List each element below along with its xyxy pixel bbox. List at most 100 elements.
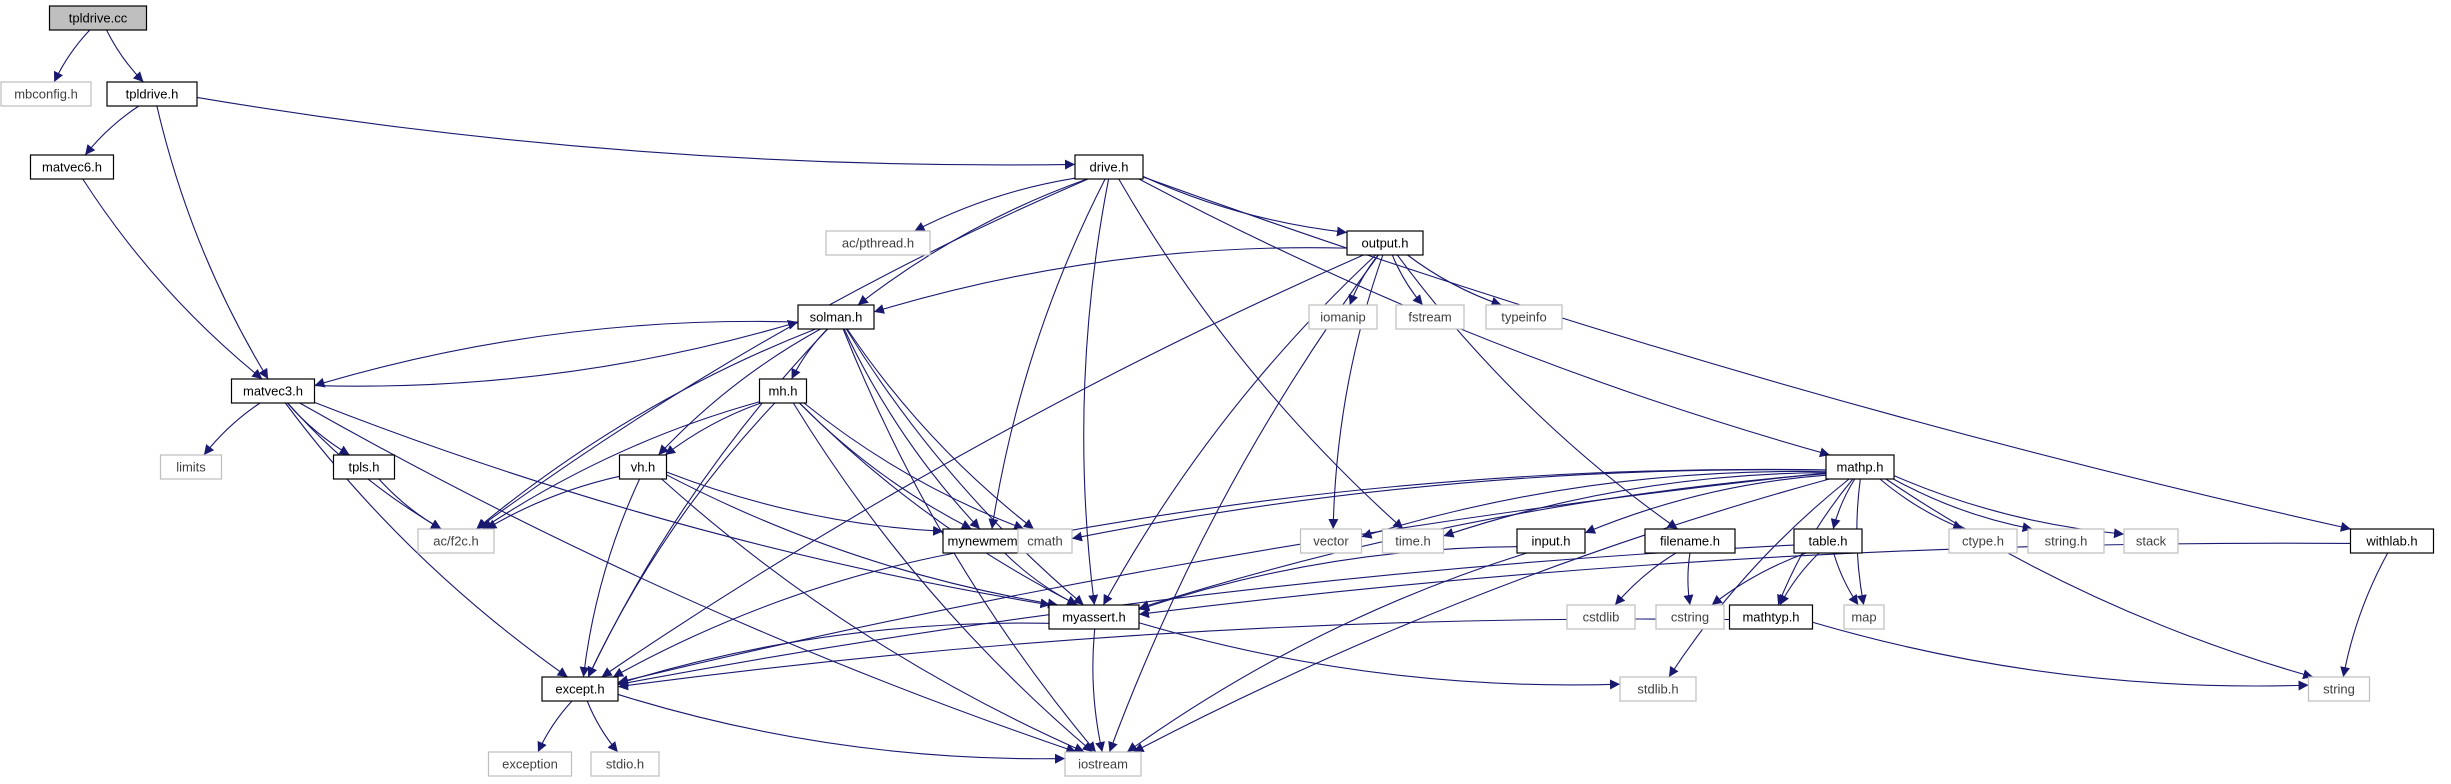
node-label: cmath: [1027, 534, 1062, 549]
node-filename-h[interactable]: filename.h: [1644, 528, 1736, 554]
node-input-h[interactable]: input.h: [1516, 528, 1586, 554]
edge-mynewmem-h-to-myassert-h: [1004, 552, 1078, 606]
edge-output-h-to-filename-h: [1396, 254, 1679, 530]
node-label: limits: [176, 460, 206, 475]
edge-drive-h-to-ac-f2c-h: [476, 178, 1089, 530]
edge-solman-h-to-ac-f2c-h: [476, 328, 816, 530]
edge-tpldrive-h-to-matvec3-h: [156, 105, 269, 380]
edge-matvec3-h-to-myassert-h: [314, 401, 1051, 609]
node-myassert-h[interactable]: myassert.h: [1048, 604, 1140, 630]
edge-mathp-h-to-cmath: [1071, 469, 1827, 542]
edge-mathp-h-to-string: [1885, 478, 2314, 680]
node-output-h[interactable]: output.h: [1346, 230, 1424, 256]
node-drive-h[interactable]: drive.h: [1074, 154, 1144, 180]
edge-filename-h-to-cstdlib: [1614, 552, 1677, 606]
node-box: [541, 676, 619, 702]
edge-mh-h-to-ac-f2c-h: [481, 401, 760, 530]
edge-matvec3-h-to-iostream: [299, 402, 1077, 754]
edge-except-h-to-exception: [537, 700, 573, 753]
edge-output-h-to-myassert-h: [1102, 254, 1377, 606]
edge-solman-h-to-mynewmem-h: [843, 328, 981, 530]
node-mathp-h[interactable]: mathp.h: [1825, 454, 1895, 480]
edge-table-h-to-cstring: [1711, 552, 1807, 606]
node-label: table.h: [1808, 534, 1847, 549]
edge-mathp-h-to-ctype-h: [1879, 478, 1964, 530]
node-typeinfo: typeinfo: [1485, 304, 1563, 330]
edge-mh-h-to-myassert-h: [799, 402, 1078, 606]
node-box: [1395, 304, 1465, 330]
node-iomanip: iomanip: [1308, 304, 1378, 330]
node-label: except.h: [555, 682, 604, 697]
node-box: [1308, 304, 1378, 330]
node-label: mathp.h: [1837, 460, 1884, 475]
node-table-h[interactable]: table.h: [1793, 528, 1863, 554]
edge-drive-h-to-output-h: [1142, 175, 1348, 237]
node-stack: stack: [2123, 528, 2179, 554]
node-cstdlib: cstdlib: [1566, 604, 1636, 630]
node-box: [2027, 528, 2105, 554]
node-iostream: iostream: [1064, 751, 1142, 777]
node-mh-h[interactable]: mh.h: [758, 378, 808, 404]
edge-vh-h-to-mynewmem-h: [666, 471, 944, 536]
edge-output-h-to-typeinfo: [1407, 254, 1502, 307]
edge-mathp-h-to-stdlib-h: [1668, 478, 1850, 678]
node-label: input.h: [1531, 534, 1570, 549]
edge-vh-h-to-myassert-h: [666, 474, 1059, 609]
node-tpls-h[interactable]: tpls.h: [332, 454, 396, 480]
node-box: [1619, 676, 1697, 702]
node-label: matvec6.h: [42, 160, 102, 175]
node-label: mbconfig.h: [14, 87, 78, 102]
node-label: mathtyp.h: [1742, 610, 1799, 625]
edge-matvec3-h-to-limits: [203, 402, 261, 456]
node-box: [29, 154, 115, 180]
node-box: [1843, 604, 1885, 630]
node-box: [1346, 230, 1424, 256]
nodes: tpldrive.cc mbconfig.h tpldrive.h matvec6.h…: [0, 5, 2435, 777]
edge-withlab-h-to-string: [2340, 552, 2389, 678]
node-tpldrive-h[interactable]: tpldrive.h: [106, 81, 198, 107]
node-vh-h[interactable]: vh.h: [618, 454, 668, 480]
node-label: matvec3.h: [243, 384, 303, 399]
node-box: [797, 304, 875, 330]
node-string-h: string.h: [2027, 528, 2105, 554]
edge-mathp-h-to-string-h: [1893, 478, 2033, 533]
node-box: [825, 230, 931, 256]
node-mathtyp-h[interactable]: mathtyp.h: [1728, 604, 1814, 630]
edge-matvec3-h-to-tpls-h: [286, 402, 350, 456]
node-label: string: [2323, 682, 2355, 697]
edge-mh-h-to-except-h: [587, 402, 776, 678]
edge-output-h-to-vector: [1328, 254, 1384, 530]
node-box: [1485, 304, 1563, 330]
node-box: [2307, 676, 2371, 702]
node-matvec3-h[interactable]: matvec3.h: [230, 378, 316, 404]
node-label: ac/f2c.h: [433, 534, 479, 549]
node-label: cstdlib: [1583, 610, 1620, 625]
node-box: [1644, 528, 1736, 554]
node-label: stdlib.h: [1637, 682, 1678, 697]
node-box: [230, 378, 316, 404]
node-ctype-h: ctype.h: [1948, 528, 2018, 554]
node-box: [417, 528, 495, 554]
node-solman-h[interactable]: solman.h: [797, 304, 875, 330]
node-withlab-h[interactable]: withlab.h: [2349, 528, 2435, 554]
edge-tpldrive-cc-to-mbconfig-h: [53, 29, 91, 83]
edge-table-h-to-mathtyp-h: [1779, 552, 1820, 606]
edge-myassert-h-to-except-h: [617, 622, 1050, 686]
edge-drive-h-to-time-h: [1118, 178, 1404, 530]
edge-tpldrive-h-to-drive-h: [196, 96, 1076, 170]
node-box: [1516, 528, 1586, 554]
node-box: [487, 751, 573, 777]
node-box: [1728, 604, 1814, 630]
node-label: stack: [2136, 534, 2167, 549]
edge-mathtyp-h-to-except-h: [617, 618, 1730, 691]
node-matvec6-h[interactable]: matvec6.h: [29, 154, 115, 180]
node-box: [1793, 528, 1863, 554]
node-tpldrive-cc[interactable]: tpldrive.cc: [48, 5, 148, 31]
node-box: [106, 81, 198, 107]
edge-matvec3-h-to-except-h: [284, 402, 568, 678]
edge-drive-h-to-mynewmem-h: [988, 178, 1106, 530]
node-label: time.h: [1395, 534, 1430, 549]
node-box: [590, 751, 660, 777]
edge-table-h-to-map: [1833, 552, 1859, 606]
node-except-h[interactable]: except.h: [541, 676, 619, 702]
